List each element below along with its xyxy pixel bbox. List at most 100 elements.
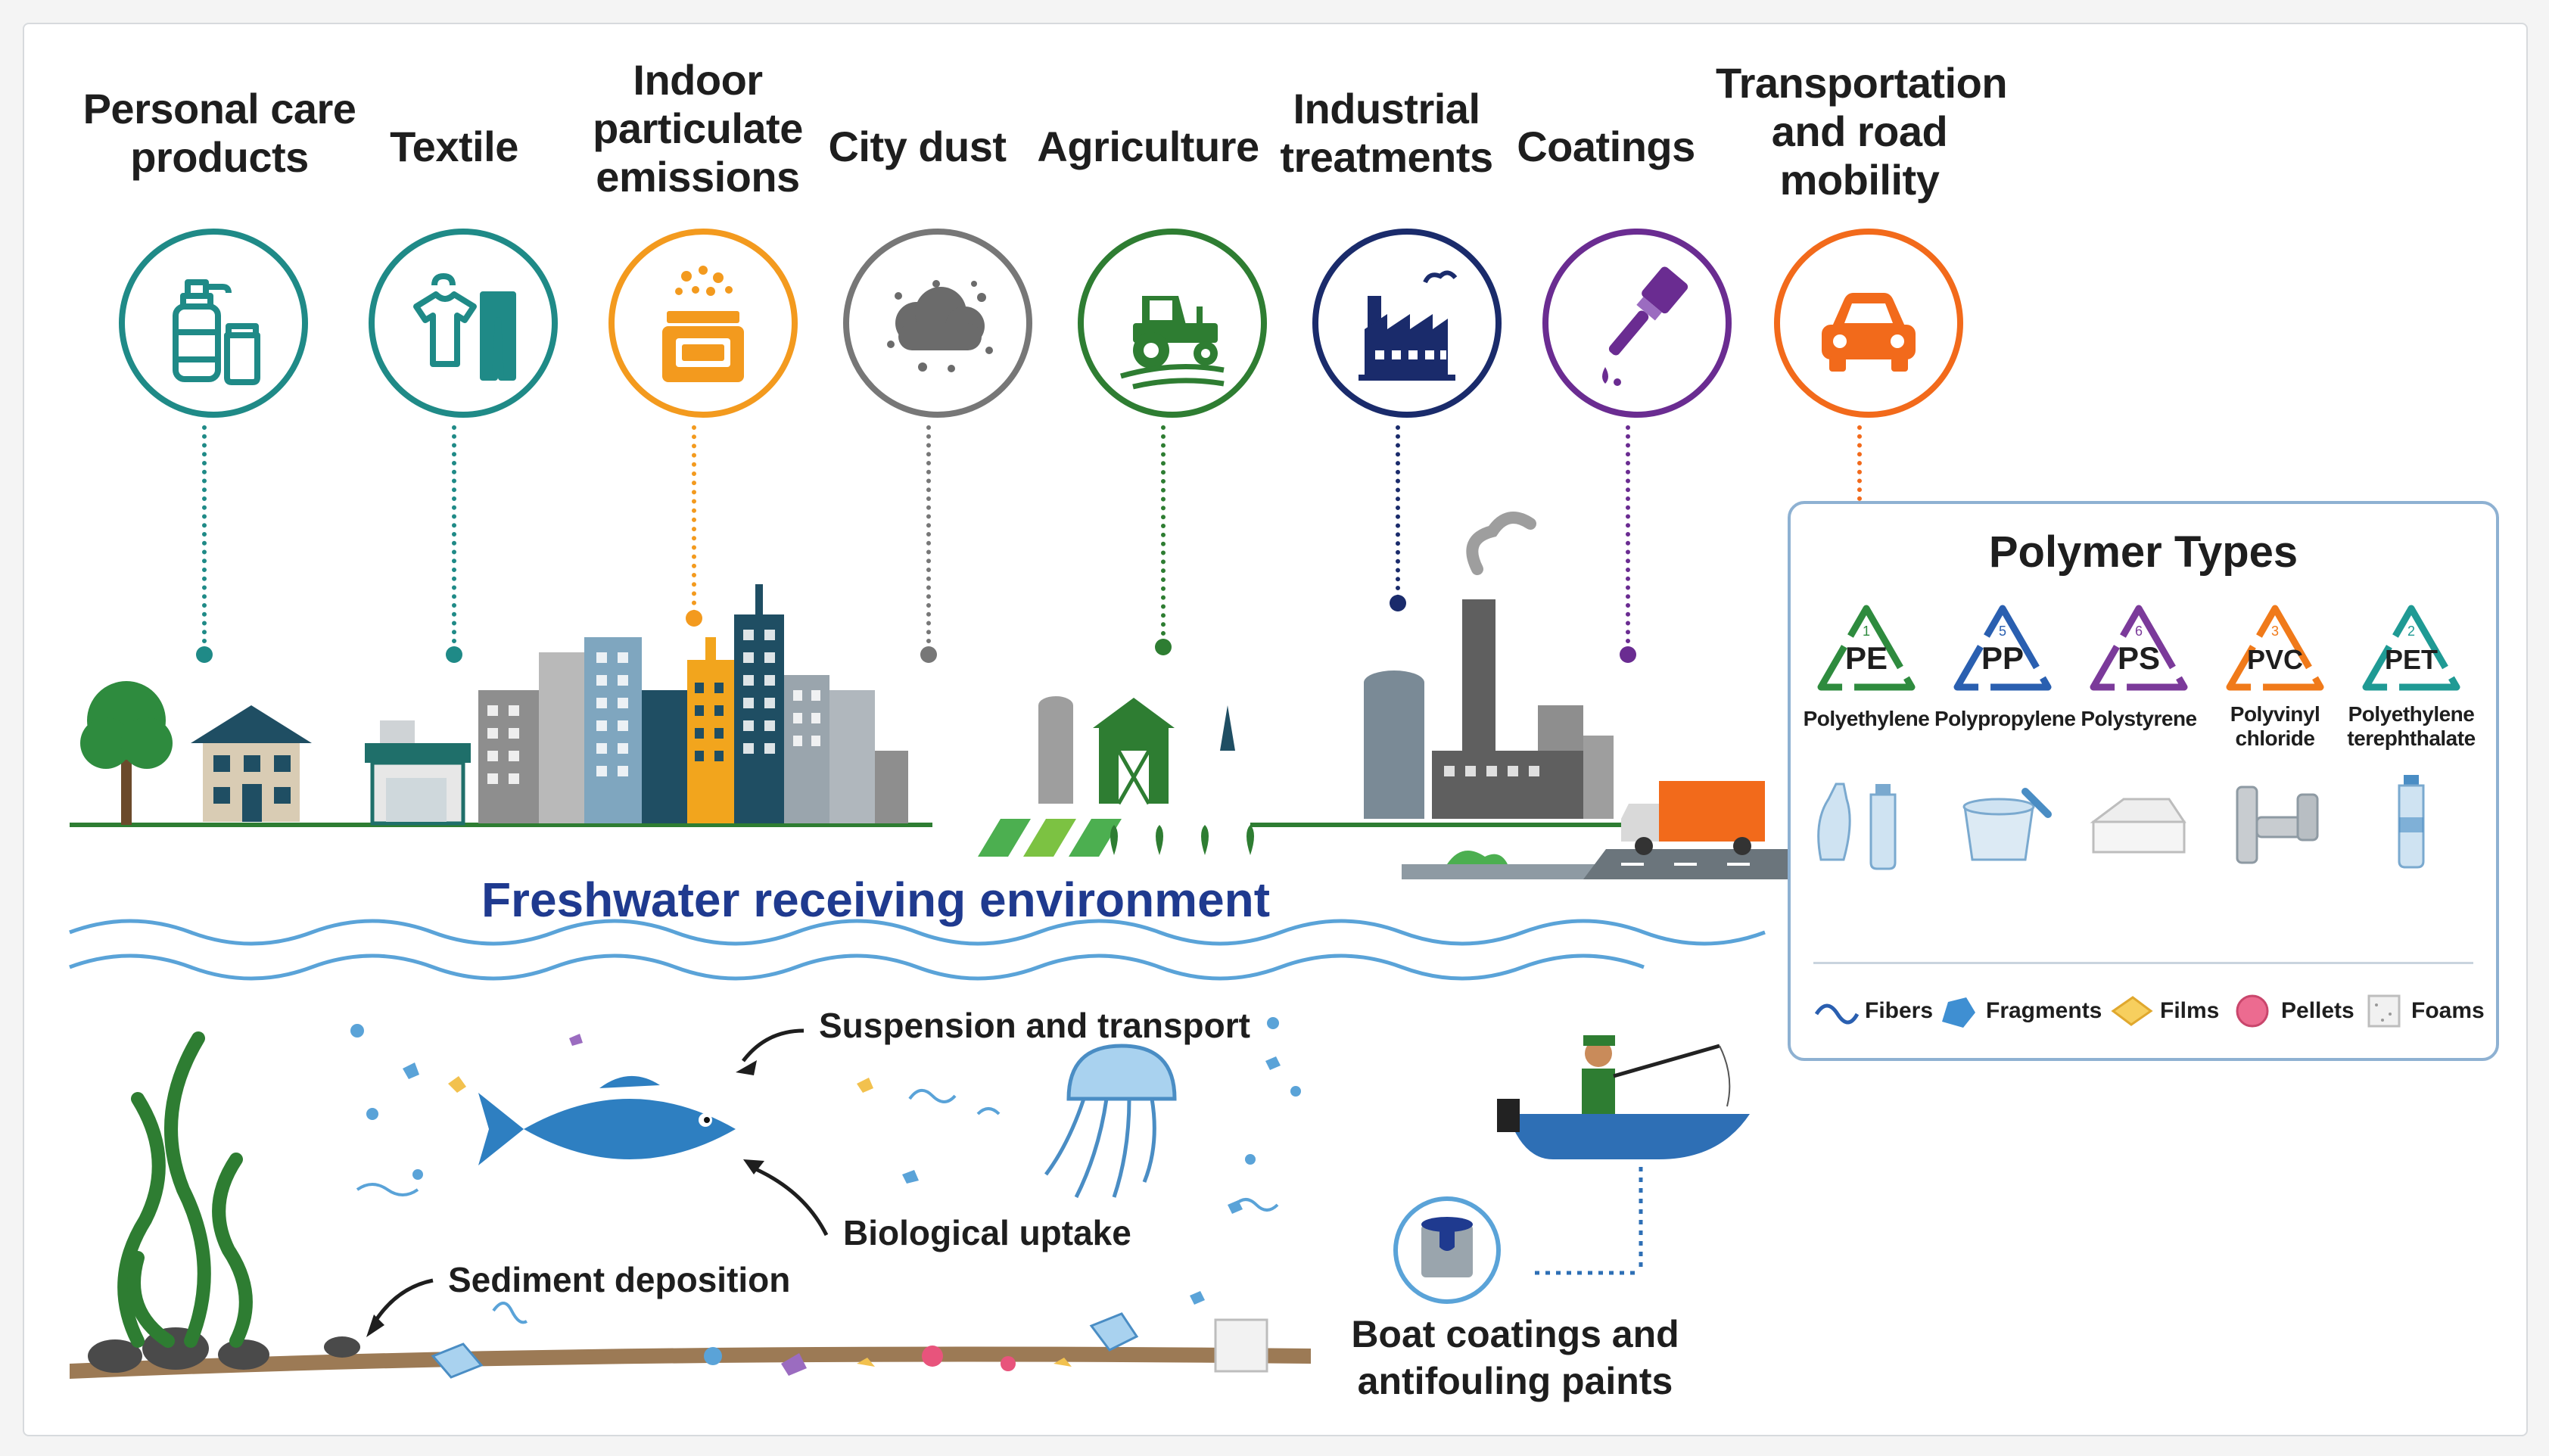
fish-illustration	[478, 1075, 736, 1165]
source-label-indoor: Indoor particulate emissions	[593, 56, 803, 201]
fragment-icon	[1942, 997, 1975, 1028]
fiber-icon	[1814, 1003, 1860, 1025]
microfibers	[356, 1089, 1279, 1324]
tractor-icon	[1120, 296, 1225, 390]
industry-windows	[1444, 766, 1539, 776]
connector-dot	[686, 610, 702, 627]
legend-foams: Foams	[2360, 988, 2485, 1034]
building-windows	[487, 630, 820, 784]
city-dust-circle	[843, 229, 1032, 418]
farm-illustration	[978, 696, 1235, 857]
recycling-number: 5	[1999, 624, 2006, 639]
connector-agriculture	[1161, 425, 1166, 645]
connector-coatings	[1626, 425, 1630, 652]
stove-particles-icon	[662, 266, 744, 382]
connector-textile	[452, 425, 456, 652]
plastic-container-icon	[1962, 788, 2052, 861]
source-label-personal-care: Personal care products	[82, 85, 356, 181]
recycling-number: 3	[2271, 624, 2279, 639]
legend-label-films: Films	[2160, 998, 2220, 1023]
dust-cloud-icon	[887, 280, 993, 372]
seaweed	[117, 1031, 253, 1348]
jellyfish-illustration	[1044, 1044, 1177, 1199]
recycling-triangle-icon: 6PS	[2090, 605, 2188, 691]
water-waves	[69, 919, 1766, 981]
polymer-types-title: Polymer Types	[1988, 527, 2298, 577]
boat-illustration	[1497, 1035, 1750, 1159]
source-label-textile: Textile	[390, 123, 518, 170]
recycling-triangle-icon: 1PE	[1817, 605, 1916, 691]
boat-coatings-label: Boat coatings and antifouling paints	[1351, 1313, 1679, 1402]
connector-dot	[1155, 639, 1172, 655]
legend-label-fragments: Fragments	[1986, 998, 2102, 1023]
city-buildings	[478, 584, 908, 823]
legend-films: Films	[2109, 988, 2219, 1034]
source-label-agriculture: Agriculture	[1037, 123, 1259, 170]
legend-pellets: Pellets	[2230, 988, 2354, 1034]
polymer-code: PP	[1981, 640, 2024, 676]
legend-fragments: Fragments	[1934, 988, 2102, 1034]
legend-label-foams: Foams	[2411, 998, 2485, 1023]
connector-dot	[196, 646, 213, 663]
recycling-triangle-icon: 5PP	[1953, 605, 2052, 691]
legend-fibers: Fibers	[1813, 988, 1933, 1034]
sediment-floor	[70, 1346, 1311, 1379]
connector-indoor	[692, 425, 696, 614]
film-icon	[2111, 996, 2153, 1026]
water-bottle-icon	[2398, 775, 2425, 869]
sediment-deposition-label: Sediment deposition	[448, 1260, 791, 1299]
connector-dot	[920, 646, 937, 663]
microplastic-particles	[350, 1017, 1301, 1379]
paint-brush-icon	[1602, 266, 1688, 386]
connector-dot	[1390, 595, 1406, 611]
lotion-bottles-icon	[173, 279, 260, 385]
polymer-code: PE	[1845, 640, 1888, 676]
shop-illustration	[365, 720, 471, 826]
textile-circle	[369, 229, 558, 418]
recycling-number: 1	[1863, 624, 1870, 639]
source-label-transport: Transportation and road mobility	[1716, 59, 2008, 204]
connector-personal-care	[202, 425, 207, 652]
plastic-bag-bottle-icon	[1817, 782, 1897, 870]
personal-care-circle	[119, 229, 308, 418]
industry-illustration	[1364, 512, 1614, 819]
source-label-city-dust: City dust	[828, 123, 1007, 170]
factory-icon	[1359, 270, 1458, 381]
polymer-name: Polypropylene	[1934, 707, 2076, 730]
pellet-icon	[2236, 994, 2269, 1028]
coatings-circle	[1542, 229, 1732, 418]
paint-can-icon	[1393, 1196, 1501, 1304]
crop-rows	[1110, 825, 1254, 855]
polymer-name: Polystyrene	[2081, 707, 2197, 730]
road-truck-illustration	[1402, 781, 1803, 879]
suspension-transport-label: Suspension and transport	[819, 1006, 1250, 1045]
amber-building-windows	[695, 683, 724, 761]
connector-city-dust	[926, 425, 931, 652]
indoor-circle	[608, 229, 798, 418]
recycling-number: 2	[2407, 624, 2415, 639]
freshwater-environment-title: Freshwater receiving environment	[481, 873, 1271, 927]
polymer-name: Polyethylene	[1803, 707, 1930, 730]
transport-circle	[1774, 229, 1963, 418]
industrial-circle	[1312, 229, 1502, 418]
legend-label-pellets: Pellets	[2281, 998, 2354, 1023]
source-label-coatings: Coatings	[1517, 123, 1695, 170]
source-label-industrial: Industrial treatments	[1280, 85, 1493, 181]
polymer-panel-divider	[1813, 962, 2473, 964]
polymer-code: PS	[2118, 640, 2160, 676]
biological-uptake-label: Biological uptake	[843, 1213, 1131, 1252]
tree-illustration	[80, 681, 173, 825]
legend-label-fibers: Fibers	[1865, 998, 1934, 1023]
connector-dot	[446, 646, 462, 663]
clothing-icon	[413, 273, 516, 381]
car-icon	[1822, 293, 1916, 372]
foam-icon	[2367, 994, 2401, 1028]
landscape-scene	[69, 512, 1803, 1379]
polymer-name: Polyethylene terephthalate	[2347, 702, 2476, 750]
pvc-pipe-icon	[2236, 786, 2319, 864]
